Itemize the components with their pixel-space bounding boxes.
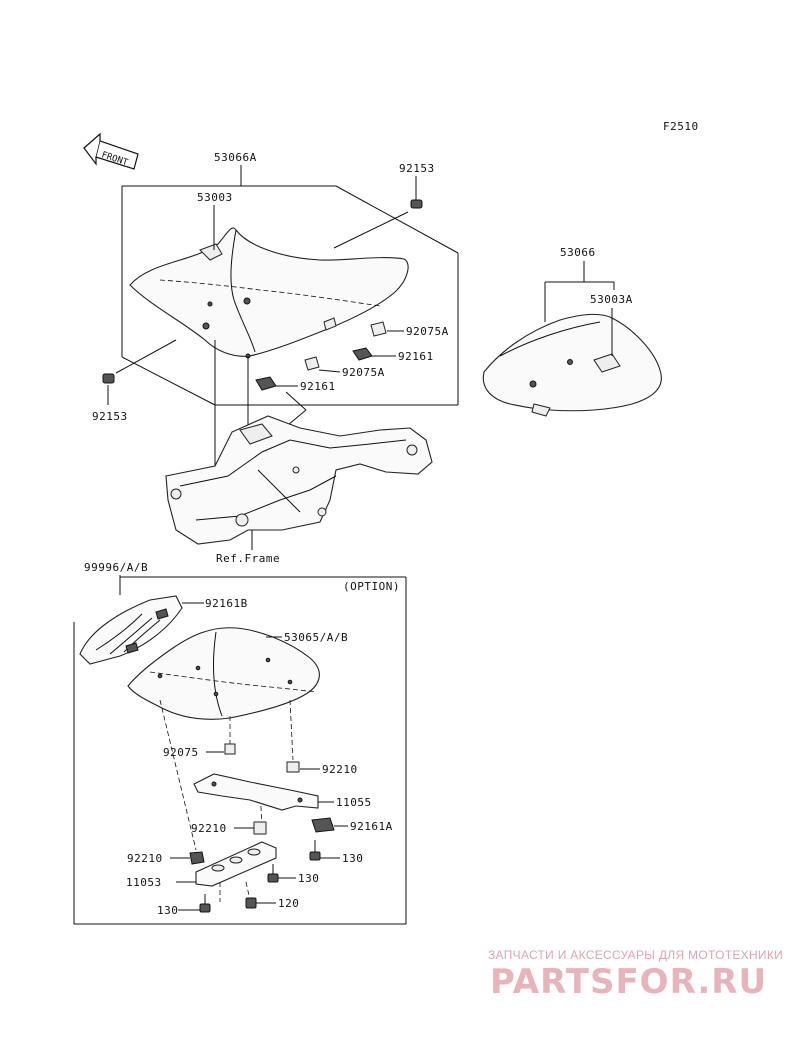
collar-92210-upper-icon (286, 761, 300, 773)
front-arrow-icon: FRONT (83, 132, 139, 170)
label-99996: 99996/A/B (84, 561, 148, 574)
clip-92161a-icon (311, 817, 335, 833)
label-92075: 92075 (163, 746, 199, 759)
label-11053: 11053 (126, 876, 162, 889)
main-seat (129, 227, 409, 359)
label-53066: 53066 (560, 246, 596, 259)
label-130-left: 130 (157, 904, 178, 917)
bolt-130-right-icon (309, 840, 321, 861)
clip-92161-upper-icon (352, 347, 396, 361)
bracket-11055 (193, 773, 319, 811)
label-130-mid: 130 (298, 872, 319, 885)
figure-code: F2510 (663, 120, 699, 133)
option-box (73, 576, 407, 925)
bolt-120-icon (245, 897, 257, 909)
label-130-right: 130 (342, 852, 363, 865)
collar-92210-mid-icon (253, 821, 267, 835)
ref-frame-label: Ref.Frame (216, 552, 280, 565)
option-label: (OPTION) (343, 580, 400, 593)
label-53003: 53003 (197, 191, 233, 204)
collar-92210-left-icon (189, 851, 205, 865)
ref-frame (165, 415, 433, 545)
option-rail (79, 595, 183, 665)
label-92075A-upper: 92075A (406, 325, 449, 338)
bolt-130-mid-icon (267, 864, 279, 883)
label-53065: 53065/A/B (284, 631, 348, 644)
clip-92161-lower-icon (255, 376, 298, 391)
label-53003A: 53003A (590, 293, 633, 306)
rear-seat (482, 313, 662, 417)
label-92161-upper: 92161 (398, 350, 434, 363)
label-11055: 11055 (336, 796, 372, 809)
label-92153-left: 92153 (92, 410, 128, 423)
label-92153-top: 92153 (399, 162, 435, 175)
label-92210-upper: 92210 (322, 763, 358, 776)
damper-92075a-lower-icon (304, 356, 341, 373)
label-92075A-lower: 92075A (342, 366, 385, 379)
label-92161-lower: 92161 (300, 380, 336, 393)
label-92161A: 92161A (350, 820, 393, 833)
label-92210-left: 92210 (127, 852, 163, 865)
damper-92075a-upper-icon (370, 321, 404, 337)
watermark-logo: PARTSFOR.RU (490, 962, 768, 1002)
label-53066A: 53066A (214, 151, 257, 164)
label-92161B: 92161B (205, 597, 248, 610)
bracket-11053 (195, 841, 277, 887)
bolt-92153-left-icon (102, 339, 177, 405)
option-cover (127, 627, 320, 720)
seat-assy-bracket (121, 165, 459, 406)
bolt-130-left-icon (199, 894, 211, 913)
label-120: 120 (278, 897, 299, 910)
damper-92075-icon (224, 743, 236, 755)
label-92210-mid: 92210 (191, 822, 227, 835)
bolt-92153-top-icon (333, 176, 423, 249)
watermark-subtitle: ЗАПЧАСТИ И АКСЕССУАРЫ ДЛЯ МОТОТЕХНИКИ (488, 948, 784, 962)
